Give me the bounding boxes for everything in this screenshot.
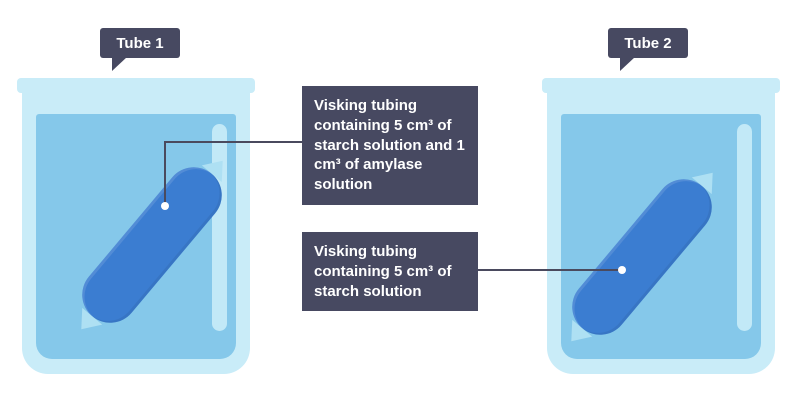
tube2-annotation-text: Visking tubing containing 5 cm³ of starc…	[314, 243, 452, 300]
tube1-label: Tube 1	[116, 34, 164, 52]
beaker-tube2	[542, 78, 780, 374]
knot-icon	[561, 319, 593, 350]
water-tube2	[560, 114, 761, 359]
water-tube1	[36, 114, 236, 359]
tube1-label-pointer	[112, 57, 127, 71]
connector-dot	[161, 202, 169, 210]
tube2-annotation: Visking tubing containing 5 cm³ of starc…	[302, 232, 478, 312]
tube1-annotation: Visking tubing containing 5 cm³ of starc…	[302, 86, 478, 205]
tube1-annotation-text: Visking tubing containing 5 cm³ of starc…	[314, 97, 465, 194]
tube2-label-tag: Tube 2	[608, 28, 688, 71]
tube1-label-tag: Tube 1	[100, 28, 180, 71]
beaker-tube1	[17, 78, 255, 374]
glass-highlight	[212, 124, 227, 331]
connector-dot	[618, 266, 626, 274]
visking-tubing-tube1	[70, 152, 234, 338]
knot-icon	[201, 152, 233, 183]
connector-line	[478, 269, 622, 271]
glass-highlight	[737, 124, 752, 331]
tube2-label: Tube 2	[624, 34, 672, 52]
beaker-rim	[17, 78, 255, 93]
beaker-rim	[542, 78, 780, 93]
tube2-label-pointer	[620, 57, 635, 71]
knot-icon	[71, 307, 103, 338]
knot-icon	[691, 164, 723, 195]
connector-line	[164, 141, 302, 143]
visking-tubing-tube2	[560, 164, 724, 350]
connector-line	[164, 141, 166, 205]
